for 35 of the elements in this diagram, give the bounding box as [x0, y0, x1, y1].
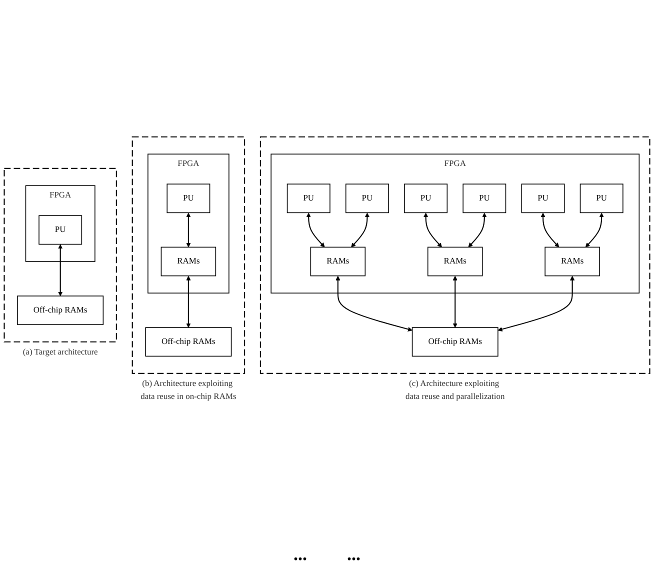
node-box: RAMs [310, 246, 366, 276]
cluster [260, 136, 650, 374]
node-box: PU [580, 184, 624, 214]
arrow [186, 276, 191, 328]
node-box: RAMs [427, 246, 483, 276]
ellipsis-mark: ... [294, 544, 307, 565]
arrow [585, 212, 604, 248]
node-box: PU [462, 184, 506, 214]
node-box: PU [345, 184, 389, 214]
arrow [186, 212, 191, 248]
cluster [4, 168, 117, 342]
arrow [452, 276, 458, 328]
node-box: Off-chip RAMs [145, 327, 232, 357]
node-box: RAMs [160, 246, 216, 276]
node-box: RAMs [544, 246, 600, 276]
ellipsis-mark: ... [347, 544, 360, 565]
node-label: (a) Target architecture [22, 348, 98, 357]
node-label: (b) Architecture exploiting data reuse in on-chip RAMs [140, 379, 236, 402]
node-box: Off-chip RAMs [412, 327, 498, 357]
node-box: PU [166, 184, 210, 214]
arrow [540, 212, 560, 248]
arrow [306, 212, 325, 248]
node-label: (c) Architecture exploiting data reuse and parallelization [405, 379, 505, 402]
cluster [132, 136, 246, 374]
node-box: PU [521, 184, 565, 214]
arrow [498, 276, 575, 332]
node-box: PU [38, 215, 82, 245]
arrow [336, 276, 412, 332]
node-box: Off-chip RAMs [17, 296, 104, 326]
arrow [468, 212, 487, 248]
arrow [351, 212, 370, 248]
node-box: PU [404, 184, 448, 214]
arrow [58, 244, 63, 296]
arrow [423, 212, 442, 248]
node-box: PU [286, 184, 330, 214]
